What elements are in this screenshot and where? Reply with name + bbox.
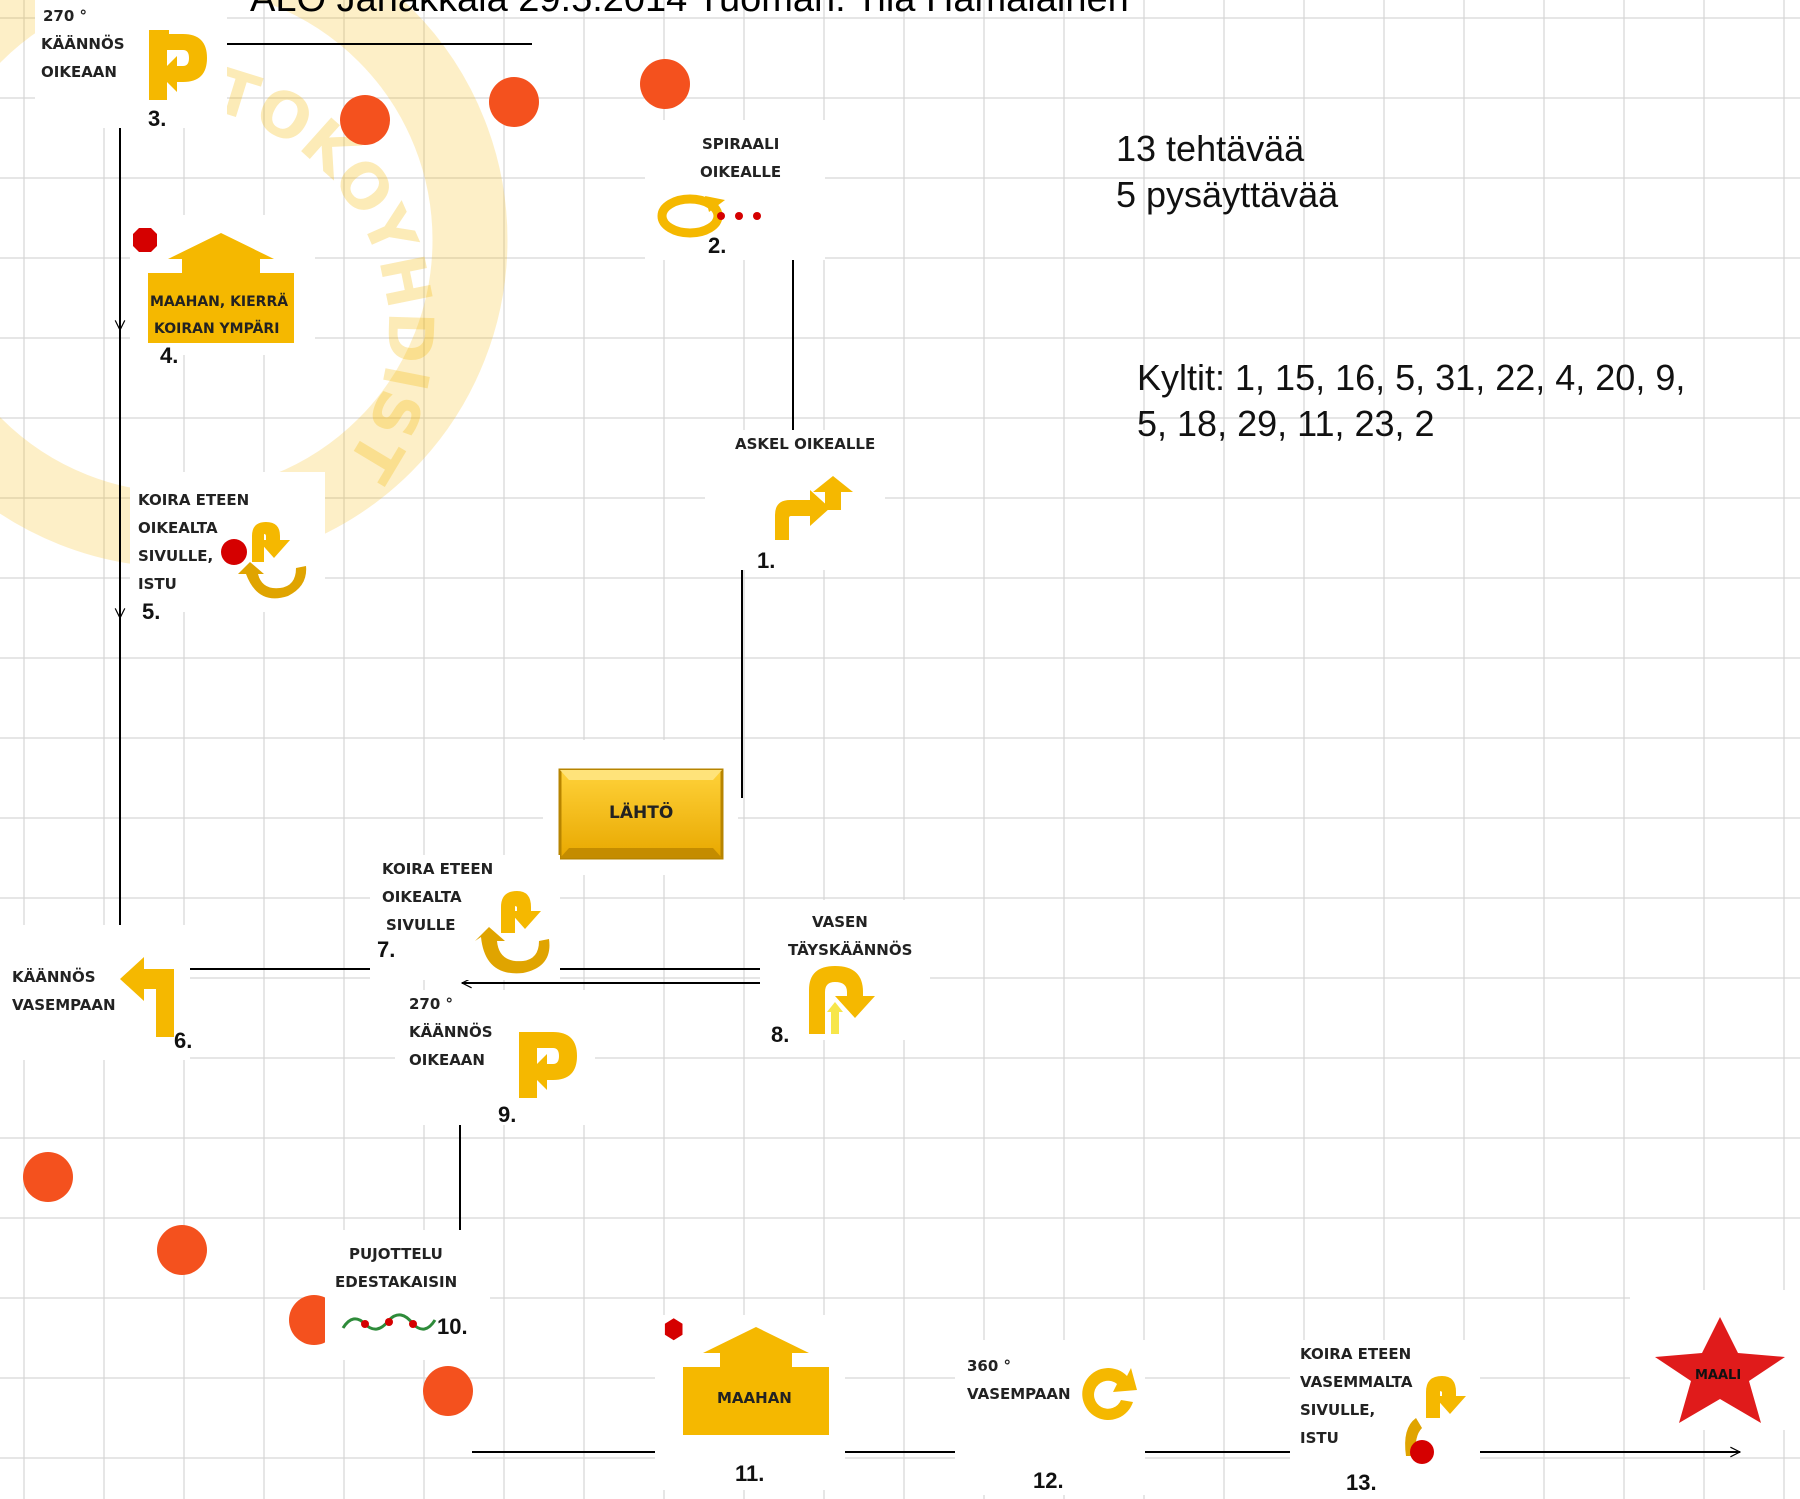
station-1-number: 1. [757, 548, 776, 573]
cone [157, 1225, 207, 1275]
finish-label: MAALI [1695, 1368, 1742, 1383]
front-right-icon-2 [475, 891, 550, 974]
station-9-line-2: KÄÄNNÖS [409, 1023, 493, 1041]
sign-list-line-2: 5, 18, 29, 11, 23, 2 [1137, 403, 1435, 444]
step-right-icon [775, 476, 853, 540]
turn-270-icon [149, 30, 207, 100]
station-3-number: 3. [148, 106, 167, 131]
station-10-number: 10. [437, 1314, 468, 1339]
station-8-number: 8. [771, 1022, 790, 1047]
cone [340, 95, 390, 145]
station-11-number: 11. [735, 1461, 765, 1486]
cone [23, 1152, 73, 1202]
station-6-line-2: VASEMPAAN [12, 996, 116, 1014]
station-12-number: 12. [1033, 1468, 1064, 1493]
station-10-line-1: PUJOTTELU [349, 1245, 443, 1263]
spiral-icon [657, 194, 761, 238]
sign-list-line-1: Kyltit: 1, 15, 16, 5, 31, 22, 4, 20, 9, [1137, 357, 1686, 398]
station-3-line-3: OIKEAAN [41, 63, 117, 81]
station-13-line-4: ISTU [1300, 1429, 1339, 1447]
turn-left-icon [120, 957, 174, 1037]
station-3: 270 ° KÄÄNNÖS OIKEAAN 3. [35, 0, 227, 131]
start-label: LÄHTÖ [609, 803, 674, 823]
station-4: MAAHAN, KIERRÄ KOIRAN YMPÄRI 4. [130, 215, 315, 368]
station-7: KOIRA ETEEN OIKEALTA SIVULLE 7. [370, 855, 560, 980]
station-5-line-2: OIKEALTA [138, 519, 218, 537]
station-5-line-1: KOIRA ETEEN [138, 491, 250, 509]
finish-sign: MAALI [1630, 1290, 1800, 1430]
station-7-line-2: OIKEALTA [382, 888, 462, 906]
station-2-line-2: OIKEALLE [700, 163, 782, 181]
station-5: KOIRA ETEEN OIKEALTA SIVULLE, ISTU 5. [130, 472, 325, 624]
station-2-number: 2. [708, 233, 727, 258]
station-3-line-1: 270 ° [43, 7, 88, 25]
station-4-line-1: MAAHAN, KIERRÄ [150, 294, 289, 310]
station-2-line-1: SPIRAALI [702, 135, 780, 153]
start-sign: LÄHTÖ [543, 740, 738, 875]
sign-list: Kyltit: 1, 15, 16, 5, 31, 22, 4, 20, 9, … [1137, 355, 1685, 447]
stop-sign-icon [133, 228, 157, 252]
station-10-line-2: EDESTAKAISIN [335, 1273, 458, 1291]
cone [489, 77, 539, 127]
start-block [558, 768, 724, 860]
station-6-number: 6. [174, 1028, 193, 1053]
station-11: MAAHAN 11. [655, 1315, 845, 1490]
page-title: ALO Jahakkala 29.5.2014 Tuomari: Tiia Hä… [250, 0, 1129, 21]
about-turn-left-icon [809, 966, 875, 1034]
station-6: KÄÄNNÖS VASEMPAAN 6. [0, 925, 193, 1060]
station-5-line-3: SIVULLE, [138, 547, 214, 565]
cones [23, 59, 690, 1416]
station-4-number: 4. [160, 343, 179, 368]
station-8-line-2: TÄYSKÄÄNNÖS [788, 941, 913, 959]
station-9-line-3: OIKEAAN [409, 1051, 485, 1069]
station-13-line-2: VASEMMALTA [1300, 1373, 1413, 1391]
station-9: 270 ° KÄÄNNÖS OIKEAAN 9. [395, 990, 595, 1127]
station-7-line-1: KOIRA ETEEN [382, 860, 494, 878]
station-8: VASEN TÄYSKÄÄNNÖS 8. [760, 900, 930, 1047]
station-7-line-3: SIVULLE [386, 916, 456, 934]
task-summary: 13 tehtävää 5 pysäyttävää [1116, 126, 1338, 218]
station-13-line-1: KOIRA ETEEN [1300, 1345, 1412, 1363]
turn-270-icon-2 [519, 1032, 577, 1098]
station-12-line-2: VASEMPAAN [967, 1385, 1071, 1403]
station-7-number: 7. [377, 937, 396, 962]
station-10: PUJOTTELU EDESTAKAISIN 10. [325, 1230, 490, 1360]
station-12: 360 ° VASEMPAAN 12. [955, 1340, 1145, 1495]
finish-star-icon [1655, 1317, 1785, 1423]
front-left-icon [1405, 1376, 1466, 1464]
station-9-line-1: 270 ° [409, 995, 454, 1013]
circle-360-icon [1082, 1368, 1137, 1421]
station-12-line-1: 360 ° [967, 1357, 1012, 1375]
station-1-line-1: ASKEL OIKEALLE [735, 435, 876, 453]
station-13: KOIRA ETEEN VASEMMALTA SIVULLE, ISTU 13. [1290, 1340, 1480, 1499]
weave-icon [341, 1313, 437, 1331]
stop-count: 5 pysäyttävää [1116, 174, 1339, 215]
station-1: ASKEL OIKEALLE 1. [705, 430, 885, 573]
station-6-line-1: KÄÄNNÖS [12, 968, 96, 986]
station-2: SPIRAALI OIKEALLE 2. [645, 120, 825, 260]
station-4-line-2: KOIRAN YMPÄRI [154, 321, 280, 337]
station-13-line-3: SIVULLE, [1300, 1401, 1376, 1419]
station-5-number: 5. [142, 599, 161, 624]
down-block-icon [664, 1318, 829, 1435]
task-count: 13 tehtävää [1116, 128, 1305, 169]
station-9-number: 9. [498, 1102, 517, 1127]
station-13-number: 13. [1346, 1470, 1377, 1495]
station-3-line-2: KÄÄNNÖS [41, 35, 125, 53]
cone [423, 1366, 473, 1416]
cone [640, 59, 690, 109]
station-5-line-4: ISTU [138, 575, 177, 593]
station-8-line-1: VASEN [812, 913, 868, 931]
front-right-icon [221, 522, 307, 599]
down-arrow-block-icon [148, 233, 294, 343]
station-11-line-1: MAAHAN [717, 1389, 792, 1407]
